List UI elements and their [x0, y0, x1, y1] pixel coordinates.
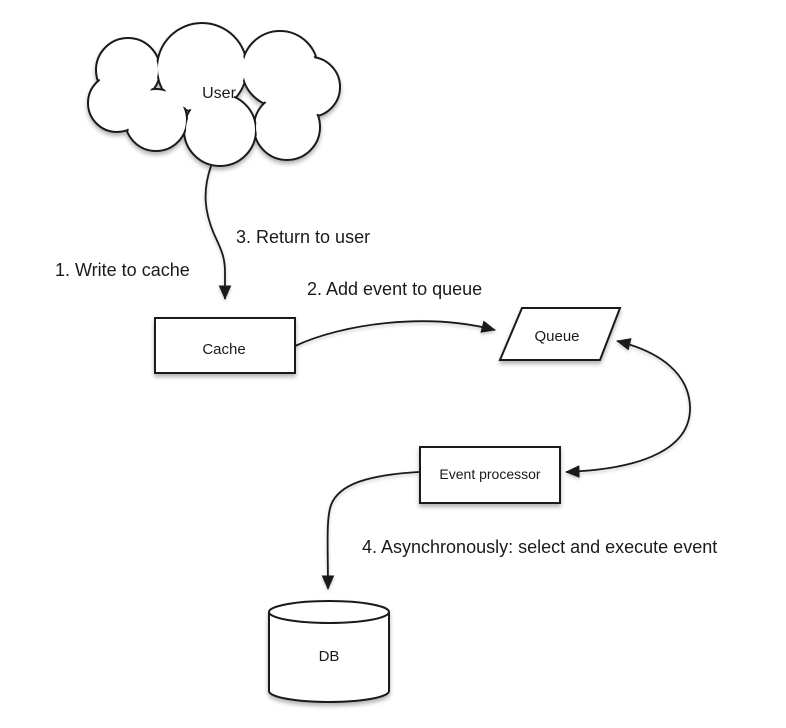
step-2-add-event-to-queue-label: 2. Add event to queue — [307, 279, 482, 299]
db-node-label: DB — [319, 648, 340, 665]
cache-node — [154, 317, 296, 374]
user-cloud-node — [87, 22, 341, 167]
cache-node-label: Cache — [202, 341, 245, 358]
step-1-write-to-cache-label: 1. Write to cache — [55, 260, 190, 280]
event-processor-node — [419, 446, 561, 504]
db-cylinder-node — [268, 600, 390, 703]
edge-event-processor-to-db — [321, 471, 420, 590]
step-4-asynchronously-label: 4. Asynchronously: select and execute ev… — [362, 537, 717, 557]
event-processor-node-label: Event processor — [439, 466, 540, 482]
edge-user-to-cache — [204, 165, 232, 300]
database-cylinder-icon — [268, 600, 390, 703]
edge-cache-to-queue — [294, 320, 496, 347]
queue-node — [498, 307, 622, 361]
queue-node-label: Queue — [534, 328, 579, 345]
edge-queue-event-processor — [565, 338, 691, 478]
edge-group — [204, 165, 691, 590]
step-3-return-to-user-label: 3. Return to user — [236, 227, 370, 247]
user-node-label: User — [202, 85, 236, 102]
cloud-icon — [87, 22, 341, 167]
label-group: User Cache Queue Event processor DB 1. W… — [55, 85, 717, 665]
